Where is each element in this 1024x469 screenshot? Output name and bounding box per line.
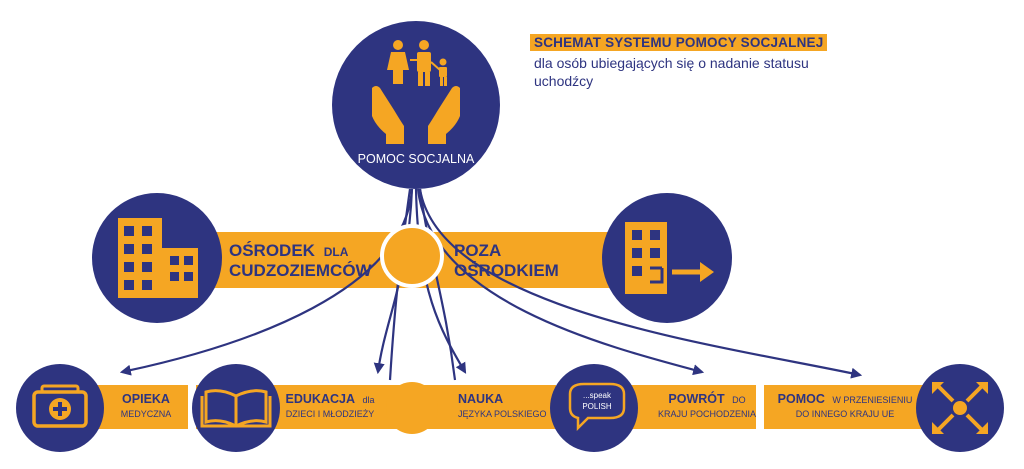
speech-bubble-icon: ...speak POLISH — [568, 382, 626, 432]
middle-left-node — [92, 193, 222, 323]
svg-text:DZIECI I MŁODZIEŻY: DZIECI I MŁODZIEŻY — [286, 409, 375, 419]
bottom-label-medical: OPIEKA MEDYCZNA — [121, 392, 172, 419]
bottom-separator-1 — [188, 385, 196, 429]
bottom-node-language — [386, 382, 438, 434]
svg-text:EDUKACJA dla: EDUKACJA dla — [286, 390, 375, 407]
bottom-label-relocation: POMOC W PRZENIESIENIU DO INNEGO KRAJU UE — [778, 390, 913, 419]
middle-right-label: POZA OŚRODKIEM — [454, 241, 559, 280]
svg-text:POWRÓT DO: POWRÓT DO — [668, 390, 745, 407]
diagram-title: SCHEMAT SYSTEMU POMOCY SOCJALNEJ — [530, 34, 828, 51]
open-book-icon — [200, 389, 272, 428]
connector-extra-2 — [418, 188, 457, 381]
header: SCHEMAT SYSTEMU POMOCY SOCJALNEJ dla osó… — [530, 34, 870, 90]
svg-text:OŚRODEK DLA: OŚRODEK DLA — [229, 241, 349, 260]
middle-junction-circle — [380, 224, 444, 288]
family-icon — [387, 40, 447, 86]
svg-text:POZA: POZA — [454, 241, 501, 260]
bottom-node-education — [192, 364, 280, 452]
medical-bag-icon — [32, 384, 88, 428]
diagram-subtitle: dla osób ubiegających się o nadanie stat… — [534, 55, 809, 89]
arrows-out-icon — [932, 382, 988, 434]
svg-text:DO INNEGO KRAJU UE: DO INNEGO KRAJU UE — [796, 409, 895, 419]
bottom-node-relocation — [916, 364, 1004, 452]
connector-to-relocation — [418, 188, 863, 379]
speech-bubble-line2: POLISH — [582, 402, 612, 411]
building-exit-icon — [625, 222, 714, 294]
top-node-label: POMOC SOCJALNA — [358, 152, 475, 166]
connector-to-return — [416, 188, 705, 376]
hands-icon — [372, 86, 460, 144]
svg-text:CUDZOZIEMCÓW: CUDZOZIEMCÓW — [229, 261, 373, 280]
svg-text:OŚRODKIEM: OŚRODKIEM — [454, 261, 559, 280]
bottom-node-polish: ...speak POLISH — [550, 364, 638, 452]
svg-text:NAUKA: NAUKA — [458, 392, 503, 406]
bottom-node-medical — [16, 364, 104, 452]
speech-bubble-line1: ...speak — [583, 391, 612, 400]
building-icon — [118, 218, 198, 298]
bottom-separator-3 — [756, 385, 764, 429]
bottom-label-education: EDUKACJA dla DZIECI I MŁODZIEŻY — [286, 390, 375, 419]
middle-right-node — [602, 193, 732, 323]
svg-text:OPIEKA: OPIEKA — [122, 392, 170, 406]
svg-text:POMOC W PRZENIESIENIU: POMOC W PRZENIESIENIU — [778, 390, 913, 407]
connectors — [119, 188, 863, 381]
connector-to-language — [414, 188, 467, 374]
svg-text:MEDYCZNA: MEDYCZNA — [121, 409, 172, 419]
svg-text:JĘZYKA POLSKIEGO: JĘZYKA POLSKIEGO — [458, 409, 547, 419]
middle-left-label: OŚRODEK DLA CUDZOZIEMCÓW — [229, 241, 373, 280]
bottom-label-return: POWRÓT DO KRAJU POCHODZENIA — [658, 390, 756, 419]
top-node: POMOC SOCJALNA — [332, 21, 500, 189]
svg-text:KRAJU POCHODZENIA: KRAJU POCHODZENIA — [658, 409, 756, 419]
bottom-label-language: NAUKA JĘZYKA POLSKIEGO — [458, 392, 547, 419]
